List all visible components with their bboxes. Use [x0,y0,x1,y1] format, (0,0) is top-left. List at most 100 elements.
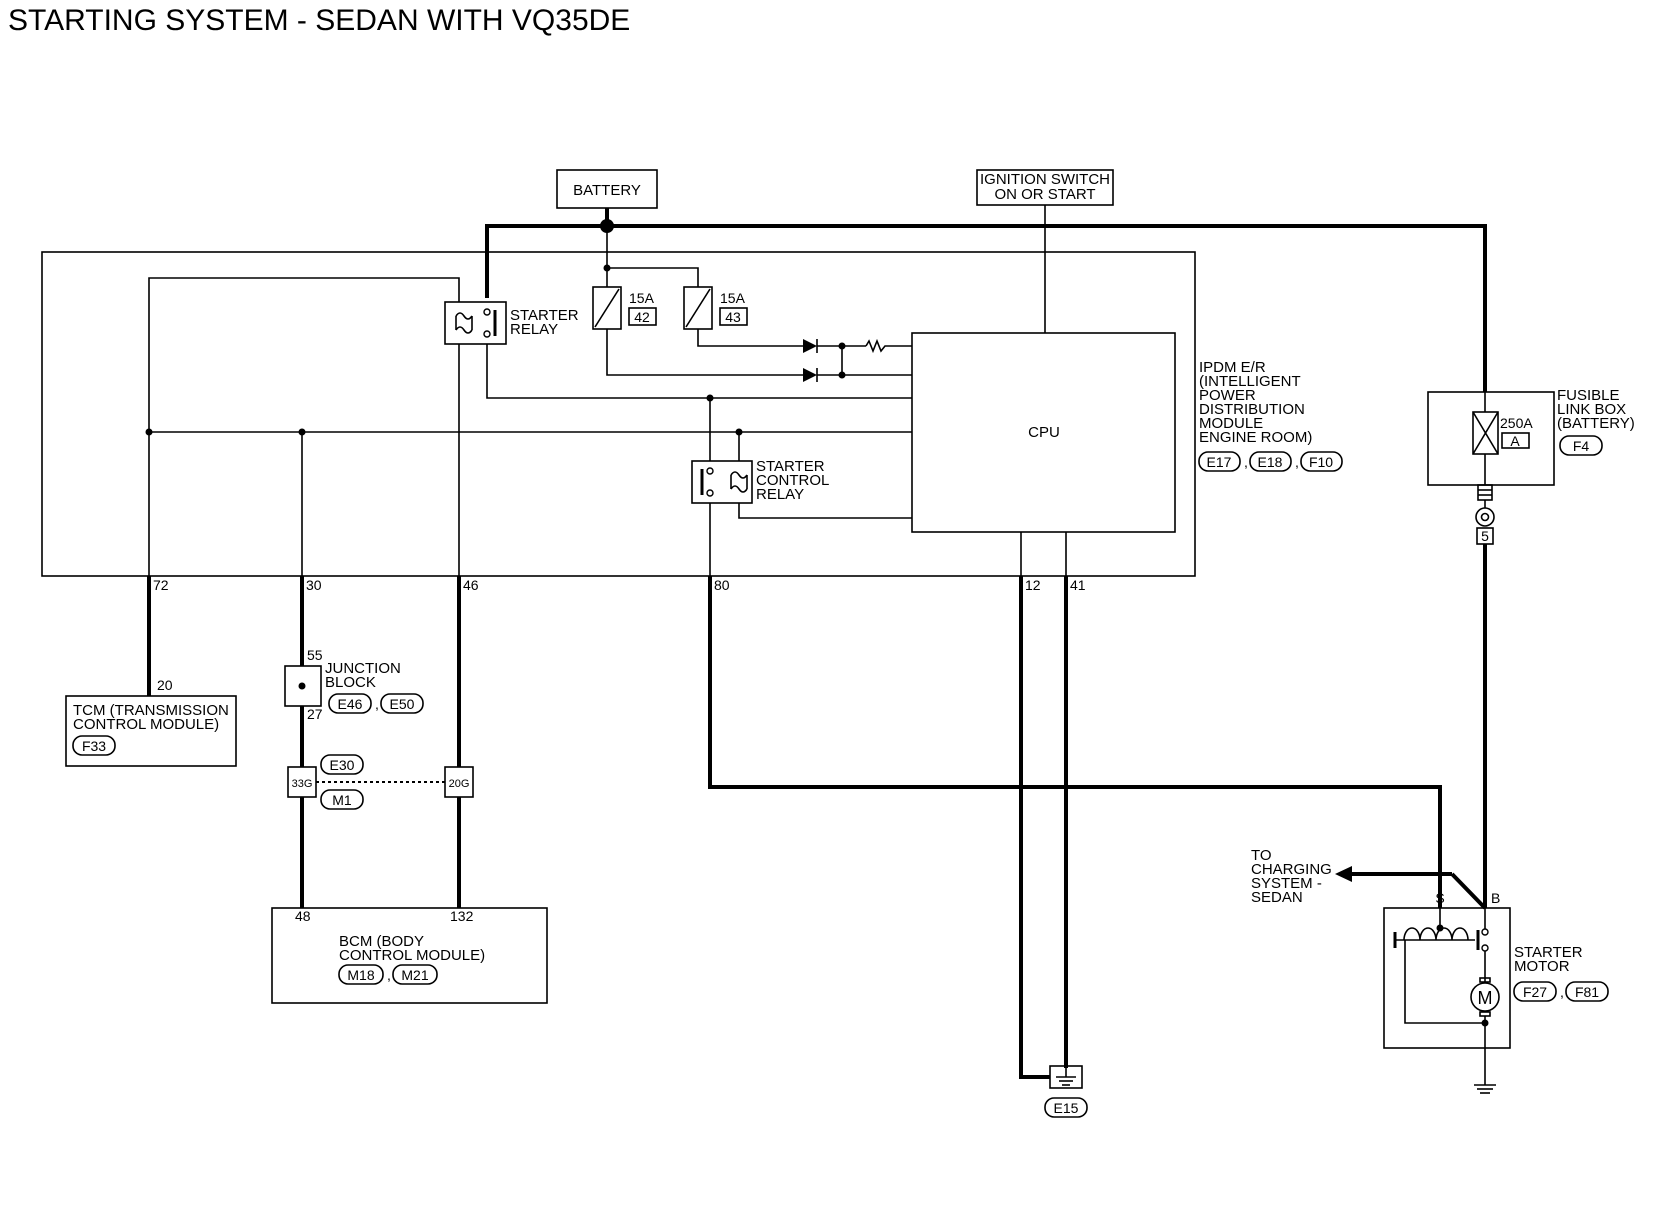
battery-bus-wire [485,224,1487,392]
tcm-label-1: TCM (TRANSMISSION [73,702,229,719]
starter-connector-f27-label: F27 [1523,984,1547,1000]
diagram-title: STARTING SYSTEM - SEDAN WITH VQ35DE [8,4,630,37]
starter-relay-label-2: RELAY [510,321,558,338]
fuse-42-element [594,288,620,328]
fuse-42-number: 42 [634,309,650,325]
fusible-link-box [1427,391,1555,486]
inline-connector-m1 [320,789,364,810]
fuse-43-rating: 15A [720,290,746,306]
pin-72: 72 [153,577,169,593]
terminal-5-label: 5 [1481,528,1489,544]
charging-label-4: SEDAN [1251,889,1303,906]
tcm-label-2: CONTROL MODULE) [73,716,219,733]
starter-relay-box [444,301,507,345]
cpu-label: CPU [1028,424,1060,441]
bcm-box [271,907,548,1004]
scr-terminal-2 [706,489,714,497]
ipdm-connector-e17-label: E17 [1207,454,1232,470]
fusible-link-connector-f4-label: F4 [1573,438,1590,454]
wire-80-starter-s [708,576,1442,908]
fusible-link-letter: A [1510,433,1520,449]
motor-brush-bottom [1479,1011,1491,1017]
starter-relay-coil [455,312,473,334]
ipdm-label-6: ENGINE ROOM) [1199,429,1312,446]
starter-connector-f81 [1565,981,1609,1002]
ipdm-connector-e17 [1198,451,1241,472]
fusible-link-x-2 [1472,411,1499,455]
ipdm-connector-e18-label: E18 [1258,454,1283,470]
diode-2 [803,368,817,382]
ipdm-label-5: MODULE [1199,415,1263,432]
motor-ground-dot [1481,1019,1489,1027]
inline-connector-e30 [320,754,364,775]
inline-connector-20g-label: 20G [449,778,470,790]
charging-label-2: CHARGING [1251,861,1332,878]
fuse-43-number-box [719,307,748,326]
diode-1 [803,339,817,353]
starter-control-relay-box [691,460,753,504]
fuse-42-rating: 15A [629,290,655,306]
ring-terminal-hole [1480,512,1490,522]
junction-block-box [284,665,322,707]
ipdm-label-2: (INTELLIGENT [1199,373,1301,390]
ipdm-connector-f10 [1300,451,1343,472]
junction-pin-55: 55 [307,647,323,663]
ipdm-label-3: POWER [1199,387,1256,404]
motor-symbol: M [1478,988,1493,1008]
fuse-43-feed [607,267,699,287]
bcm-pin-132: 132 [450,908,474,924]
ipdm-label-4: DISTRIBUTION [1199,401,1305,418]
ground-connector-e15-label: E15 [1054,1100,1079,1116]
fusible-link-letter-box [1501,432,1530,449]
scr-coil-to-cpu [738,503,912,519]
terminal-block [1477,484,1493,501]
bcm-connector-m21-label: M21 [401,967,428,983]
bcm-label-1: BCM (BODY [339,933,424,950]
junction-sep: , [375,696,379,712]
junction-connector-e46-label: E46 [338,696,363,712]
starter-contact-2 [1481,944,1489,952]
ipdm-sep-2: , [1295,454,1299,470]
scr-label-2: CONTROL [756,472,829,489]
relay-coil-wire-72 [148,277,460,576]
relay-terminal-2 [483,330,491,338]
starter-terminal-s: S [1435,890,1444,906]
solenoid-coil [1403,927,1469,941]
ipdm-sep-1: , [1244,454,1248,470]
starter-connector-f27 [1513,981,1557,1002]
scr-label-3: RELAY [756,486,804,503]
pin-46: 46 [463,577,479,593]
starter-motor-label-2: MOTOR [1514,958,1570,975]
fuse-43-element [685,288,711,328]
inline-connector-e30-label: E30 [330,757,355,773]
starter-contact-1 [1481,928,1489,936]
arrow-left-icon [1335,866,1352,882]
wire-12-ground [1019,576,1050,1079]
fuse-43-number: 43 [725,309,741,325]
pin-80: 80 [714,577,730,593]
junction-connector-e50 [380,693,424,714]
ground-connector-e15 [1044,1097,1088,1118]
junction-block-dot [298,682,306,690]
starter-control-relay-coil [730,471,748,493]
scr-terminal-1 [706,467,714,475]
relay-terminal-1 [483,308,491,316]
starter-motor-label-1: STARTER [1514,944,1583,961]
fusible-link-label-1: FUSIBLE [1557,387,1620,404]
ignition-switch-label-1: IGNITION SWITCH [980,171,1110,188]
bcm-label-2: CONTROL MODULE) [339,947,485,964]
bcm-connector-m18-label: M18 [347,967,374,983]
charging-label-3: SYSTEM - [1251,875,1322,892]
pin-12: 12 [1025,577,1041,593]
starter-relay-label-1: STARTER [510,307,579,324]
bcm-connector-m18 [338,964,384,985]
fusible-link-connector-f4 [1559,435,1603,456]
inline-connector-33g-label: 33G [292,778,313,790]
junction-block-label-2: BLOCK [325,674,376,691]
fusible-link-rating: 250A [1500,415,1533,431]
fuse-43-output-wire [697,329,803,347]
tcm-box [65,695,237,767]
scr-label-1: STARTER [756,458,825,475]
ignition-switch-label-2: ON OR START [994,186,1095,203]
ipdm-label-1: IPDM E/R [1199,359,1266,376]
